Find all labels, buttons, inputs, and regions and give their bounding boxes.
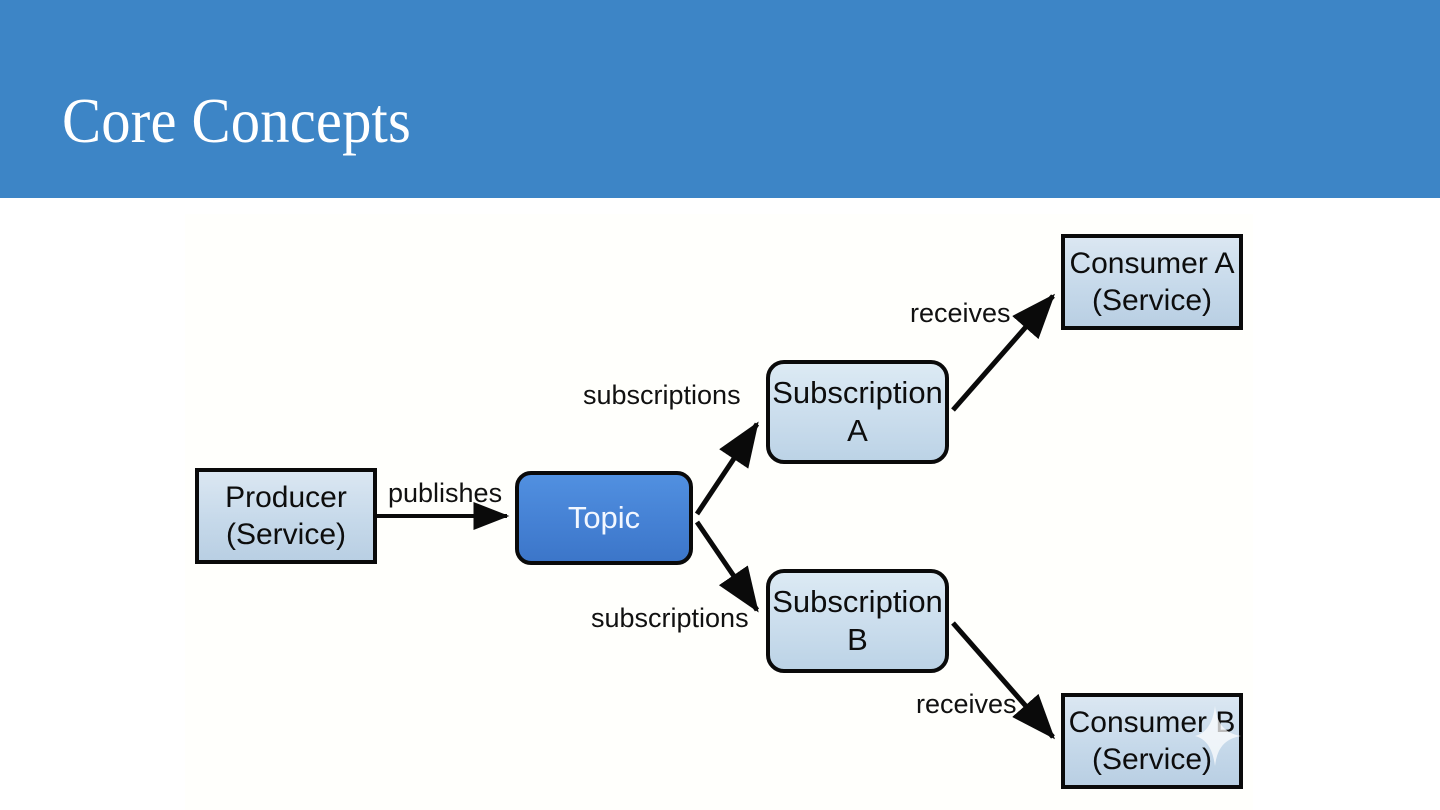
edge-subscription-a-to-consumer-a	[951, 293, 1055, 412]
node-consumer-b-label-2: (Service)	[1091, 743, 1212, 776]
node-topic-label-1: Topic	[567, 500, 641, 535]
edge-topic-to-subscription-b	[694, 520, 760, 613]
node-producer[interactable]: Producer (Service)	[195, 468, 377, 564]
edge-topic-to-subscription-a	[694, 421, 760, 516]
node-topic[interactable]: Topic	[515, 471, 693, 565]
node-consumer-a[interactable]: Consumer A (Service)	[1061, 234, 1243, 330]
node-producer-label-1: Producer	[225, 481, 347, 514]
page-title: Core Concepts	[62, 86, 412, 156]
slide-body: Producer (Service) Topic Subscription A …	[0, 198, 1440, 810]
node-subscription-b[interactable]: Subscription B	[766, 569, 949, 673]
edge-label-receives-a: receives	[910, 298, 1011, 328]
edge-label-subscriptions-b: subscriptions	[591, 603, 749, 633]
node-consumer-b-label-1: Consumer B	[1068, 706, 1236, 739]
node-subscription-a[interactable]: Subscription A	[766, 360, 949, 464]
node-subscription-b-label-1: Subscription	[772, 584, 943, 619]
node-consumer-a-label-2: (Service)	[1091, 284, 1212, 317]
edge-label-publishes: publishes	[388, 478, 503, 508]
node-producer-label-2: (Service)	[225, 518, 346, 551]
node-subscription-b-label-2: B	[847, 622, 868, 657]
edge-label-receives-b: receives	[916, 689, 1017, 719]
node-consumer-b[interactable]: Consumer B (Service)	[1061, 693, 1243, 789]
edge-subscription-b-to-consumer-b	[951, 621, 1055, 740]
node-subscription-a-label-2: A	[847, 413, 868, 448]
node-consumer-a-label-1: Consumer A	[1069, 247, 1235, 280]
edge-label-subscriptions-a: subscriptions	[583, 380, 741, 410]
slide-header-band: Core Concepts	[0, 0, 1440, 198]
diagram-arrows	[377, 293, 1055, 740]
node-subscription-a-label-1: Subscription	[772, 375, 943, 410]
diagram-panel: Producer (Service) Topic Subscription A …	[185, 214, 1253, 810]
